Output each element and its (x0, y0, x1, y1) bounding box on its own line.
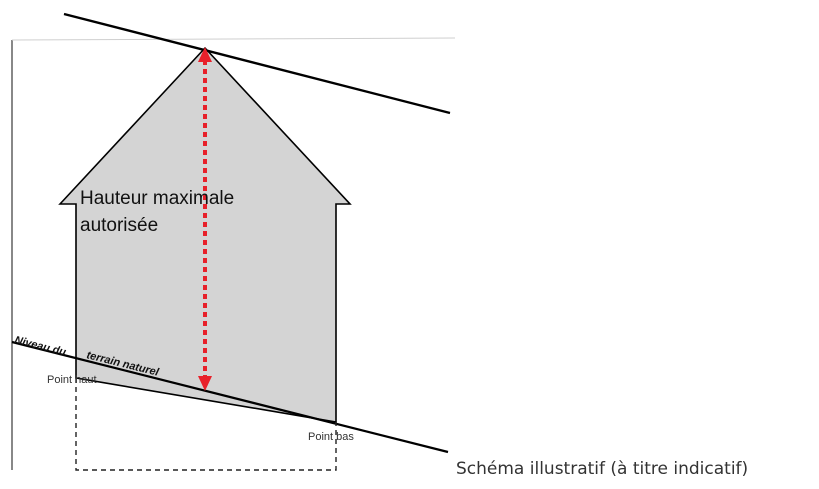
max-height-arrow (198, 47, 212, 391)
max-height-envelope-line (63, 12, 451, 115)
point-low-label: Point bas (308, 431, 354, 443)
natural-ground-line (11, 340, 449, 454)
max-height-label-line1: Hauteur maximale (80, 188, 234, 209)
max-height-label-line2: autorisée (80, 215, 158, 236)
ground-label-left: Niveau du (13, 334, 67, 358)
level-guide-dashed (75, 378, 337, 471)
figure-caption: Schéma illustratif (à titre indicatif) (456, 459, 749, 479)
arrow-head-bottom (198, 376, 212, 391)
point-high-label: Point haut (47, 374, 97, 386)
arrow-head-top (198, 47, 212, 62)
top-boundary-line (11, 37, 456, 41)
